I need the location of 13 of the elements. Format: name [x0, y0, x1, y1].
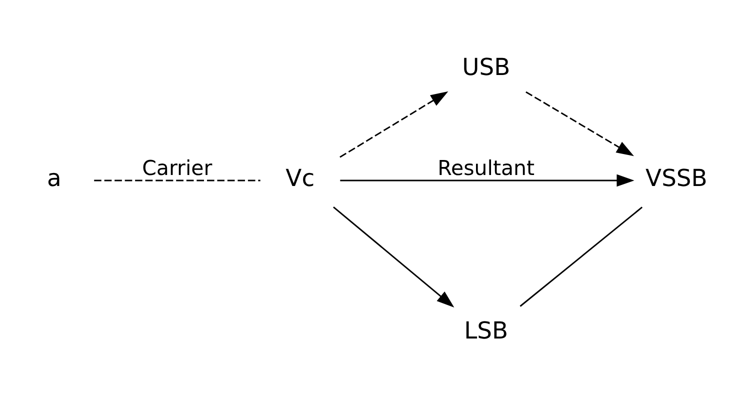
connector [520, 206, 643, 307]
edge-label: Carrier [142, 156, 212, 180]
arrow [340, 91, 448, 158]
arrow [340, 174, 634, 187]
node-text: a [46, 164, 62, 192]
arrow [526, 91, 634, 156]
arrow [333, 206, 454, 308]
edge-label: Resultant [438, 156, 535, 180]
node-text: VSSB [646, 164, 708, 192]
node-text: Vc [286, 164, 315, 192]
node-text: LSB [464, 316, 508, 344]
connector [94, 180, 260, 182]
node-text: USB [462, 52, 510, 81]
